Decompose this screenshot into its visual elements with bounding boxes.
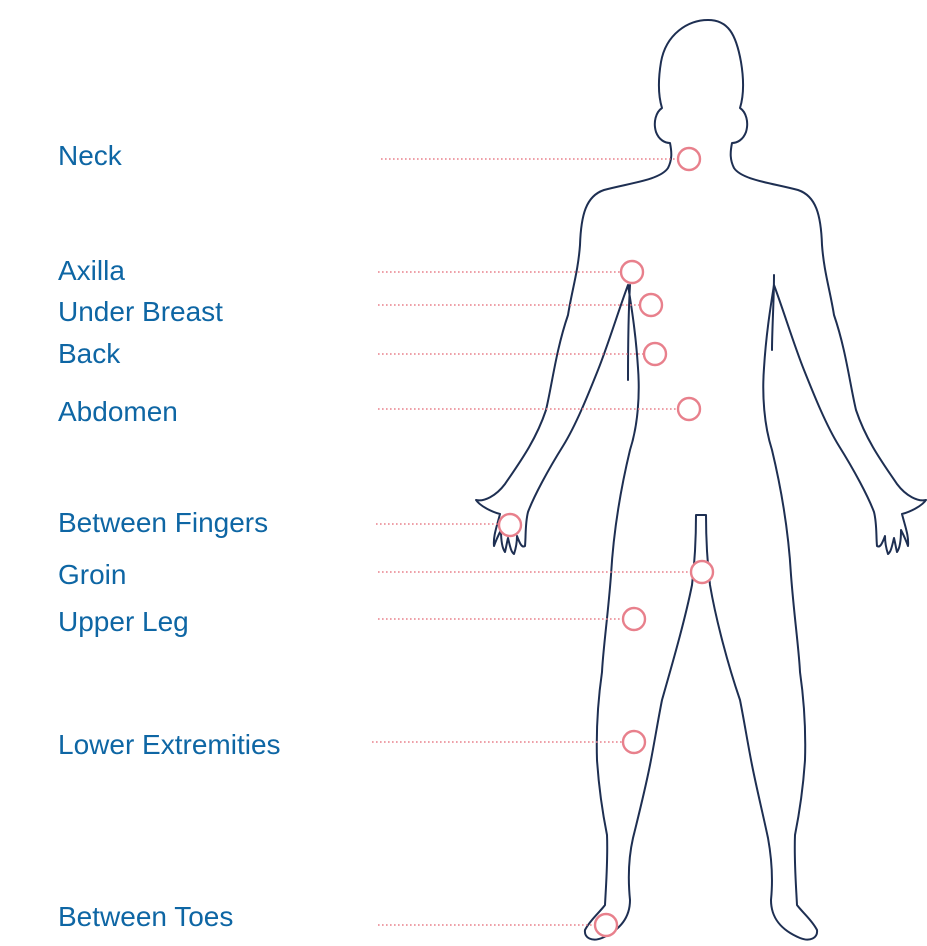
marker-circle xyxy=(644,343,666,365)
region-between-toes: Between Toes xyxy=(58,901,617,936)
region-label: Back xyxy=(58,338,121,369)
region-label: Between Fingers xyxy=(58,507,268,538)
marker-circle xyxy=(621,261,643,283)
marker-circle xyxy=(595,914,617,936)
marker-circle xyxy=(623,608,645,630)
region-abdomen: Abdomen xyxy=(58,396,700,427)
marker-circle xyxy=(678,148,700,170)
region-upper-leg: Upper Leg xyxy=(58,606,645,637)
region-neck: Neck xyxy=(58,140,700,171)
region-label: Abdomen xyxy=(58,396,178,427)
region-label: Neck xyxy=(58,140,123,171)
left-arm-inner-line xyxy=(628,285,630,380)
region-label: Lower Extremities xyxy=(58,729,281,760)
region-label: Axilla xyxy=(58,255,125,286)
region-label: Groin xyxy=(58,559,126,590)
region-between-fingers: Between Fingers xyxy=(58,507,521,538)
marker-circle xyxy=(691,561,713,583)
region-groin: Groin xyxy=(58,559,713,590)
region-back: Back xyxy=(58,338,666,369)
region-lower-extremities: Lower Extremities xyxy=(58,729,645,760)
marker-circle xyxy=(623,731,645,753)
marker-circle xyxy=(640,294,662,316)
marker-circle xyxy=(678,398,700,420)
marker-circle xyxy=(499,514,521,536)
region-label: Upper Leg xyxy=(58,606,189,637)
region-axilla: Axilla xyxy=(58,255,643,286)
region-label: Under Breast xyxy=(58,296,223,327)
right-arm-inner-line xyxy=(772,275,774,350)
region-label: Between Toes xyxy=(58,901,233,932)
